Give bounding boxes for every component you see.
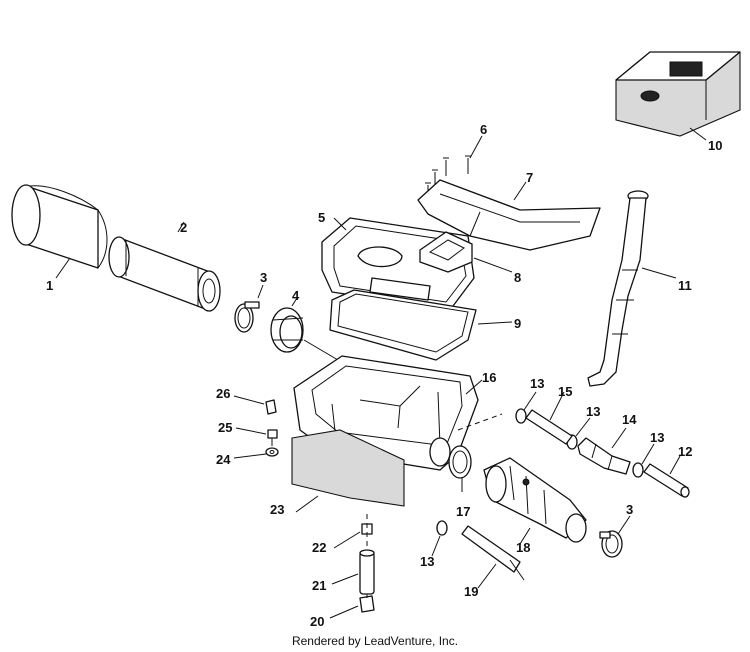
part-4-coupler xyxy=(270,307,304,353)
callout-6: 6 xyxy=(480,122,487,137)
callout-10: 10 xyxy=(708,138,722,153)
callout-2: 2 xyxy=(180,220,187,235)
callout-25: 25 xyxy=(218,420,232,435)
part-12-hose xyxy=(643,463,690,498)
part-1-precleaner xyxy=(11,184,108,269)
callout-19: 19 xyxy=(464,584,478,599)
part-26-clip xyxy=(265,399,277,415)
part-9-seal xyxy=(329,289,477,361)
part-13-clamp-a xyxy=(515,408,527,424)
callout-21: 21 xyxy=(312,578,326,593)
callout-13-d: 13 xyxy=(420,554,434,569)
part-10-foam-block xyxy=(615,51,741,137)
callout-13-b: 13 xyxy=(586,404,600,419)
callout-7: 7 xyxy=(526,170,533,185)
part-2-filter-element xyxy=(108,236,221,312)
callout-3-lower: 3 xyxy=(626,502,633,517)
callout-11: 11 xyxy=(678,278,692,293)
render-credit-caption: Rendered by LeadVenture, Inc. xyxy=(291,634,459,648)
callout-9: 9 xyxy=(514,316,521,331)
callout-24: 24 xyxy=(216,452,231,467)
part-11-snorkel-tube xyxy=(587,190,649,387)
callout-8: 8 xyxy=(514,270,521,285)
callout-5: 5 xyxy=(318,210,325,225)
part-19-hose xyxy=(461,525,525,581)
callout-labels: 1 2 3 4 5 6 7 8 9 10 11 12 13 13 13 13 1… xyxy=(46,122,722,629)
callout-14: 14 xyxy=(622,412,637,427)
callout-12: 12 xyxy=(678,444,692,459)
callout-1: 1 xyxy=(46,278,53,293)
part-18-outlet-duct xyxy=(483,457,587,543)
part-21-drain-tube xyxy=(359,549,375,595)
callout-20: 20 xyxy=(310,614,324,629)
part-7-intake-duct xyxy=(417,179,601,251)
part-15-tube xyxy=(525,409,573,445)
callout-13-a: 13 xyxy=(530,376,544,391)
callout-4: 4 xyxy=(292,288,300,303)
part-20-drain-valve xyxy=(359,595,375,613)
part-14-fitting xyxy=(577,437,631,475)
part-23-heat-shield xyxy=(291,429,405,507)
part-24-washer xyxy=(265,447,279,457)
callout-3: 3 xyxy=(260,270,267,285)
part-25-bolt xyxy=(267,429,278,446)
callout-15: 15 xyxy=(558,384,572,399)
part-17-o-ring xyxy=(448,445,472,479)
callout-18: 18 xyxy=(516,540,530,555)
part-3-clamp xyxy=(234,301,260,333)
part-8-insert xyxy=(419,231,473,273)
callout-26: 26 xyxy=(216,386,230,401)
callout-23: 23 xyxy=(270,502,284,517)
part-13-clamp-d xyxy=(436,520,448,536)
part-13-clamp-c xyxy=(632,462,644,478)
callout-16: 16 xyxy=(482,370,496,385)
callout-13-c: 13 xyxy=(650,430,664,445)
callout-22: 22 xyxy=(312,540,326,555)
part-3-clamp-lower xyxy=(599,530,623,558)
callout-17: 17 xyxy=(456,504,470,519)
